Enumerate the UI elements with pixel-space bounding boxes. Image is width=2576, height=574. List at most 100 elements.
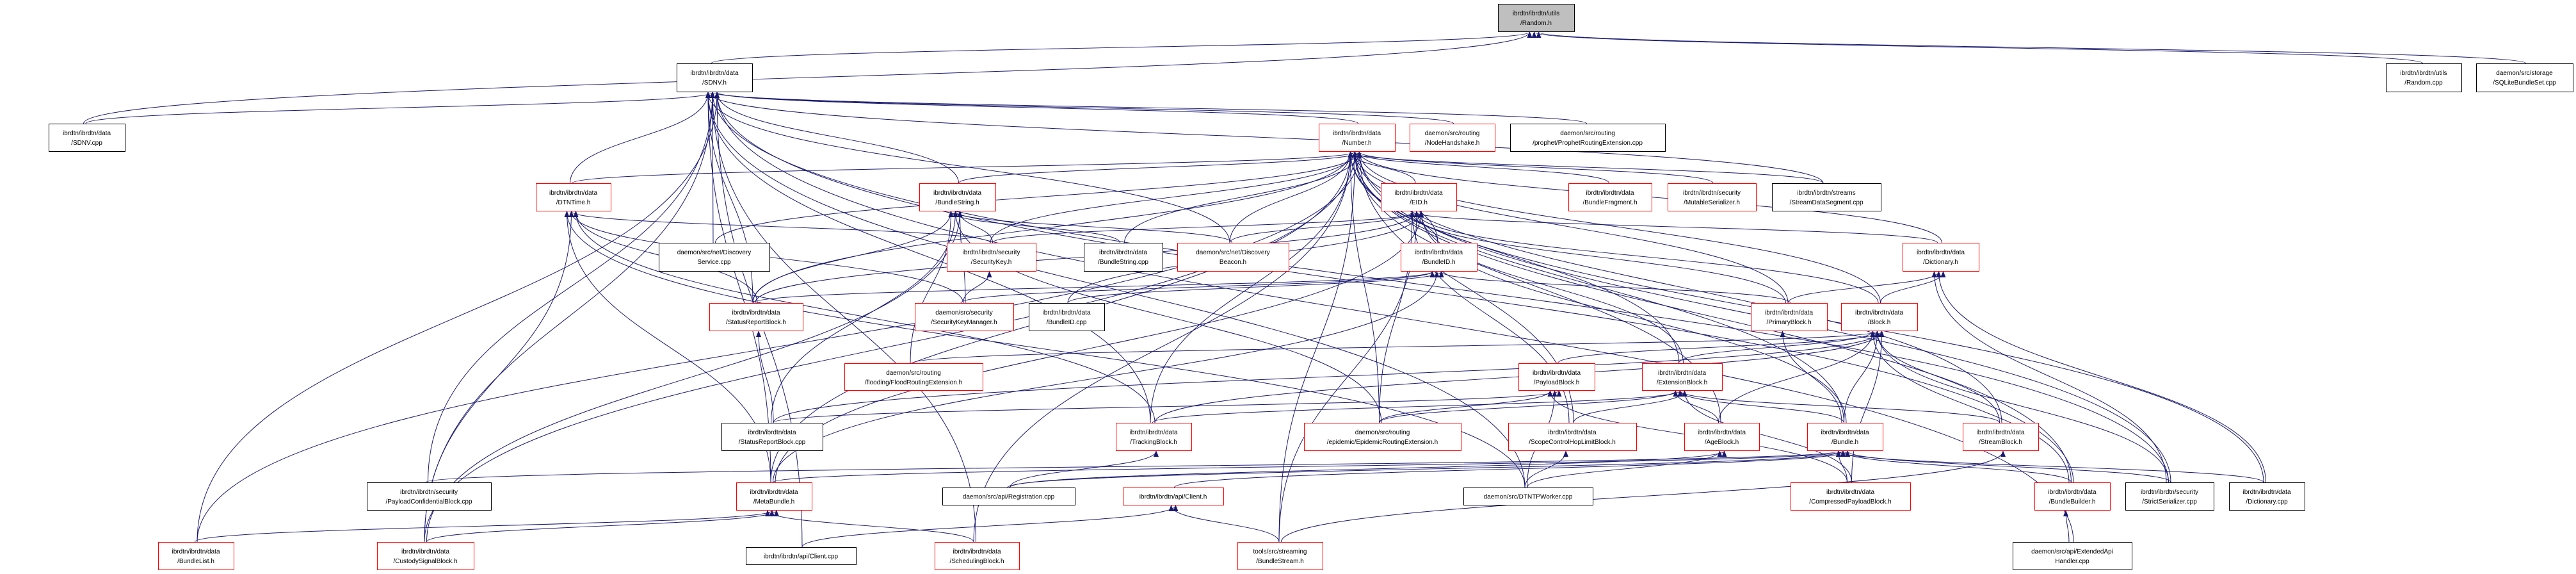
node-scheduling-h[interactable]: ibrdtn/ibrdtn/data/SchedulingBlock.h	[935, 542, 1020, 570]
node-bundlestring-cpp[interactable]: ibrdtn/ibrdtn/data/BundleString.cpp	[1084, 243, 1163, 272]
node-streamblock-h[interactable]: ibrdtn/ibrdtn/data/StreamBlock.h	[1963, 423, 2039, 451]
edge-epidemic_h-to-extensionblock_h	[1379, 390, 1678, 423]
node-label: /CustodySignalBlock.h	[393, 558, 457, 565]
edge-bundle_h-to-block_h	[1844, 331, 1880, 423]
edge-ageblock_h-to-extensionblock_h	[1673, 390, 1719, 423]
node-bundle-h[interactable]: ibrdtn/ibrdtn/data/Bundle.h	[1807, 423, 1883, 451]
node-flood-h[interactable]: daemon/src/routing/flooding/FloodRouting…	[844, 363, 983, 391]
node-client-cpp[interactable]: ibrdtn/ibrdtn/api/Client.cpp	[746, 547, 857, 565]
node-sdnv-h[interactable]: ibrdtn/ibrdtn/data/SDNV.h	[677, 63, 753, 92]
node-box	[677, 63, 753, 92]
node-bundleid-cpp[interactable]: ibrdtn/ibrdtn/data/BundleID.cpp	[1029, 303, 1105, 331]
node-securitykeymanager-h[interactable]: daemon/src/security/SecurityKeyManager.h	[915, 303, 1014, 331]
node-box	[1518, 363, 1595, 391]
node-number-h[interactable]: ibrdtn/ibrdtn/data/Number.h	[1319, 124, 1396, 152]
node-label: ibrdtn/ibrdtn/data	[1698, 429, 1746, 436]
node-label: /Bundle.h	[1831, 439, 1858, 446]
edge-streamdatasegment_cpp-to-number_h	[1348, 151, 1824, 184]
node-payloadconf-cpp[interactable]: ibrdtn/ibrdtn/security/PayloadConfidenti…	[367, 482, 492, 511]
edge-bundlebuilder_h-to-sdnv_h	[714, 92, 2074, 483]
node-custody-h[interactable]: ibrdtn/ibrdtn/data/CustodySignalBlock.h	[377, 542, 474, 570]
node-box	[1410, 124, 1495, 152]
node-label: /BundleFragment.h	[1582, 199, 1637, 206]
node-random-h[interactable]: ibrdtn/ibrdtn/utils/Random.h	[1498, 4, 1575, 32]
edge-dtntpworker_cpp-to-dtntime_h	[564, 211, 1525, 488]
node-metabundle-h[interactable]: ibrdtn/ibrdtn/data/MetaBundle.h	[736, 482, 812, 511]
node-label: ibrdtn/ibrdtn/data	[1855, 309, 1903, 316]
node-box	[942, 488, 1075, 505]
node-dictionary-h[interactable]: ibrdtn/ibrdtn/data/Dictionary.h	[1903, 243, 1979, 272]
edge-sdnv_cpp-to-sdnv_h	[85, 92, 715, 124]
edge-dtntime_h-to-number_h	[572, 151, 1358, 184]
node-payloadblock-h[interactable]: ibrdtn/ibrdtn/data/PayloadBlock.h	[1518, 363, 1595, 391]
node-label: ibrdtn/ibrdtn/data	[1821, 429, 1869, 436]
node-label: daemon/src/routing	[886, 370, 941, 377]
node-label: ibrdtn/ibrdtn/data	[1586, 190, 1634, 197]
node-client-h[interactable]: ibrdtn/ibrdtn/api/Client.h	[1123, 488, 1224, 505]
edge-statusreportblock_h-to-bundlestring_h	[752, 211, 954, 304]
edge-nodehandshake_h-to-sdnv_h	[714, 92, 1454, 124]
node-label: /MutableSerializer.h	[1684, 199, 1740, 206]
node-random-cpp[interactable]: ibrdtn/ibrdtn/utils/Random.cpp	[2386, 63, 2462, 92]
node-statusreportblock-cpp[interactable]: ibrdtn/ibrdtn/data/StatusReportBlock.cpp	[721, 423, 823, 451]
node-securitykey-h[interactable]: ibrdtn/ibrdtn/security/SecurityKey.h	[947, 243, 1036, 272]
node-bundlebuilder-h[interactable]: ibrdtn/ibrdtn/data/BundleBuilder.h	[2034, 482, 2111, 511]
node-ageblock-h[interactable]: ibrdtn/ibrdtn/data/AgeBlock.h	[1684, 423, 1760, 451]
node-label: ibrdtn/ibrdtn/data	[1129, 429, 1177, 436]
node-scopecontrol-h[interactable]: ibrdtn/ibrdtn/data/ScopeControlHopLimitB…	[1508, 423, 1637, 451]
node-statusreportblock-h[interactable]: ibrdtn/ibrdtn/data/StatusReportBlock.h	[709, 303, 803, 331]
edge-securitykey_h-to-dtntime_h	[568, 211, 991, 243]
node-dictionary-cpp[interactable]: ibrdtn/ibrdtn/data/Dictionary.cpp	[2229, 482, 2305, 511]
node-bundlefragment-h[interactable]: ibrdtn/ibrdtn/data/BundleFragment.h	[1568, 183, 1652, 211]
node-dtntime-h[interactable]: ibrdtn/ibrdtn/data/DTNTime.h	[536, 183, 611, 211]
node-extensionblock-h[interactable]: ibrdtn/ibrdtn/data/ExtensionBlock.h	[1642, 363, 1723, 391]
node-label: ibrdtn/ibrdtn/data	[1658, 370, 1706, 377]
edge-registration_cpp-to-ageblock_h	[1010, 450, 1727, 488]
node-sdnv-cpp[interactable]: ibrdtn/ibrdtn/data/SDNV.cpp	[49, 124, 125, 152]
node-label: daemon/src/net/Discovery	[1196, 249, 1270, 256]
node-mutableserializer-h[interactable]: ibrdtn/ibrdtn/security/MutableSerializer…	[1668, 183, 1757, 211]
node-box	[1177, 243, 1289, 272]
edge-bundlestring_cpp-to-number_h	[1124, 151, 1362, 243]
node-registration-cpp[interactable]: daemon/src/api/Registration.cpp	[942, 488, 1075, 505]
node-eid-h[interactable]: ibrdtn/ibrdtn/data/EID.h	[1381, 183, 1457, 211]
node-primaryblock-h[interactable]: ibrdtn/ibrdtn/data/PrimaryBlock.h	[1751, 303, 1828, 331]
node-trackingblock-h[interactable]: ibrdtn/ibrdtn/data/TrackingBlock.h	[1116, 423, 1192, 451]
node-label: /PayloadBlock.h	[1534, 379, 1580, 386]
node-box	[2476, 63, 2573, 92]
edge-trackingblock_h-to-block_h	[1154, 331, 1885, 423]
edge-dtntpworker_cpp-to-ageblock_h	[1527, 450, 1723, 488]
node-label: ibrdtn/ibrdtn/data	[1394, 190, 1442, 197]
node-bundlestream-h[interactable]: tools/src/streaming/BundleStream.h	[1237, 542, 1323, 570]
edge-random_cpp-to-random_h	[1532, 31, 2423, 64]
node-dtntpworker-cpp[interactable]: daemon/src/DTNTPWorker.cpp	[1463, 488, 1593, 505]
node-label: ibrdtn/ibrdtn/data	[748, 429, 796, 436]
node-sqlite-cpp[interactable]: daemon/src/storage/SQLiteBundleSet.cpp	[2476, 63, 2573, 92]
node-nodehandshake-h[interactable]: daemon/src/routing/NodeHandshake.h	[1410, 124, 1495, 152]
node-label: /Random.h	[1520, 20, 1552, 27]
node-strictserializer-cpp[interactable]: ibrdtn/ibrdtn/security/StrictSerializer.…	[2125, 482, 2214, 511]
node-label: ibrdtn/ibrdtn/api/Client.cpp	[764, 554, 839, 561]
edge-scheduling_h-to-sdnv_h	[710, 92, 976, 543]
node-box	[1463, 488, 1593, 505]
edge-discoveryservice_cpp-to-number_h	[715, 151, 1362, 243]
node-prophet-cpp[interactable]: daemon/src/routing/prophet/ProphetRoutin…	[1510, 124, 1666, 152]
node-block-h[interactable]: ibrdtn/ibrdtn/data/Block.h	[1841, 303, 1918, 331]
node-label: ibrdtn/ibrdtn/data	[2048, 489, 2096, 496]
node-bundlelist-h[interactable]: ibrdtn/ibrdtn/data/BundleList.h	[158, 542, 234, 570]
node-bundleid-h[interactable]: ibrdtn/ibrdtn/data/BundleID.h	[1401, 243, 1477, 272]
edge-layer	[83, 31, 2526, 548]
edge-securitykeymanager_h-to-securitykey_h	[963, 271, 992, 304]
node-bundlestring-h[interactable]: ibrdtn/ibrdtn/data/BundleString.h	[919, 183, 996, 211]
node-compressed-h[interactable]: ibrdtn/ibrdtn/data/CompressedPayloadBloc…	[1791, 482, 1911, 511]
edge-sdnv_h-to-random_h	[711, 31, 1533, 64]
node-streamdatasegment-cpp[interactable]: ibrdtn/ibrdtn/streams/StreamDataSegment.…	[1772, 183, 1881, 211]
node-box	[1304, 423, 1461, 451]
node-epidemic-h[interactable]: daemon/src/routing/epidemic/EpidemicRout…	[1304, 423, 1461, 451]
edge-payloadconf_cpp-to-sdnv_h	[428, 92, 715, 483]
edge-metabundle_h-to-bundle_h	[773, 450, 1846, 483]
node-label: /epidemic/EpidemicRoutingExtension.h	[1327, 439, 1438, 446]
